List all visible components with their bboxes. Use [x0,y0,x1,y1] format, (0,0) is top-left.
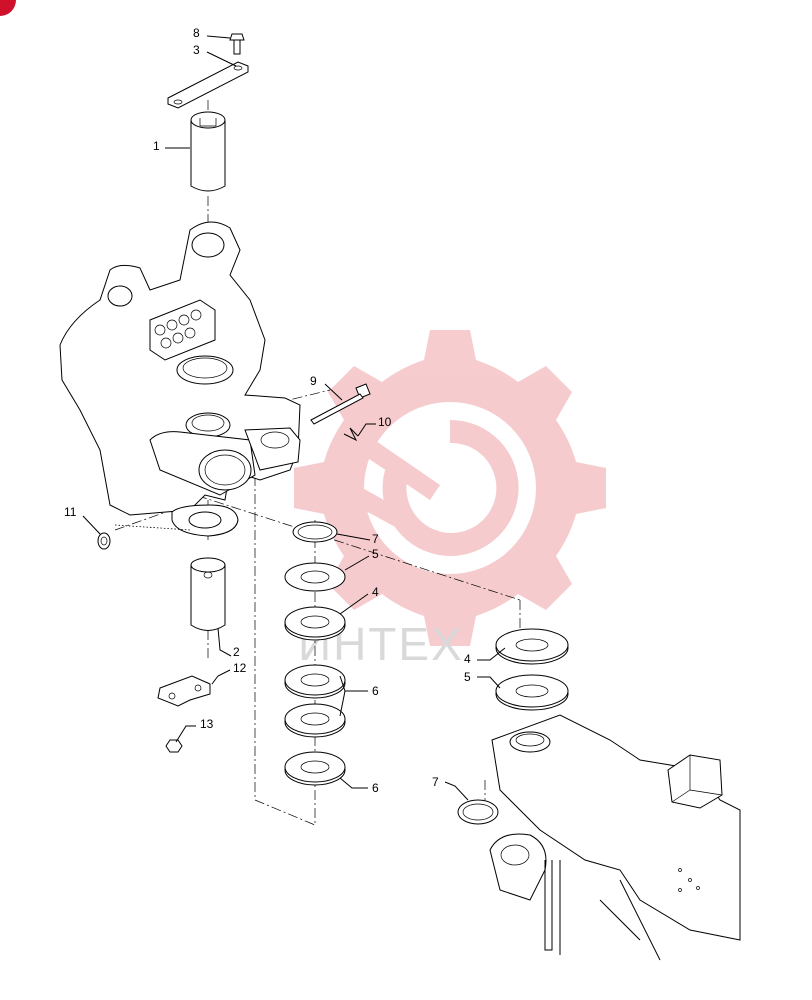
callout-7-left: 7 [372,532,379,546]
callout-7-right: 7 [432,775,439,789]
callout-4-left: 4 [372,585,379,599]
watermark-gear-logo [294,330,606,646]
callout-3: 3 [193,43,200,57]
callout-11: 11 [64,505,77,519]
shim-part-6-upper [284,664,346,699]
o-ring-part-7-left [292,521,338,543]
callout-8: 8 [193,26,200,40]
shim-part-4-left [284,606,346,641]
bolt-part-8 [229,33,245,55]
callout-12: 12 [233,661,247,675]
callout-2: 2 [233,645,240,659]
shim-part-5-left [284,562,346,592]
shim-part-6-middle [284,703,346,738]
callout-5-left: 5 [372,547,379,561]
callout-9: 9 [310,374,317,388]
cotter-pin-part-10 [343,427,359,442]
nut-part-13 [165,739,183,753]
pin-part-1 [190,111,226,192]
lock-plate-part-12 [157,675,211,707]
shim-part-5-right [495,674,569,711]
leader-lines [82,35,506,801]
callout-6-upper: 6 [372,684,379,698]
callout-10: 10 [378,415,392,429]
retainer-plate-part-3 [167,61,249,109]
washer-part-11 [97,532,111,550]
callout-1: 1 [153,139,160,153]
shim-part-6-lower [284,751,346,786]
callout-6-lower: 6 [372,781,379,795]
callout-13: 13 [200,717,214,731]
callout-4-right: 4 [464,652,471,666]
callout-5-right: 5 [464,670,471,684]
o-ring-part-7-right [457,799,499,825]
swing-frame-assembly [489,714,741,961]
swing-bracket-assembly [59,221,301,537]
corner-badge [0,0,16,16]
pin-part-2 [190,557,226,631]
bolt-part-9 [310,383,371,425]
shim-part-4-right [495,628,569,665]
